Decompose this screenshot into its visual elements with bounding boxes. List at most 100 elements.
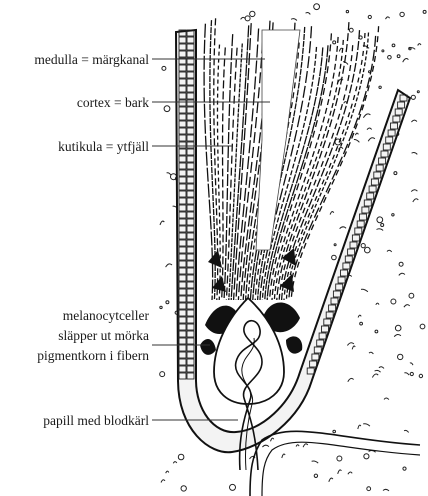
tissue-speckle bbox=[355, 133, 358, 135]
tissue-speckle bbox=[404, 430, 409, 432]
tissue-speckle bbox=[160, 306, 162, 308]
tissue-speckle bbox=[347, 343, 354, 346]
label-melanocyt: melanocytceller släpper ut mörka pigment… bbox=[37, 306, 149, 366]
tissue-speckle bbox=[411, 120, 417, 122]
tissue-speckle bbox=[376, 303, 379, 305]
tissue-speckle bbox=[382, 50, 384, 52]
tissue-speckle bbox=[262, 445, 269, 447]
tissue-speckle bbox=[392, 44, 395, 47]
label-papill: papill med blodkärl bbox=[43, 412, 149, 429]
tissue-speckle bbox=[420, 324, 425, 329]
tissue-speckle bbox=[334, 244, 336, 246]
blood-vessel-base bbox=[250, 431, 420, 496]
tissue-speckle bbox=[330, 212, 334, 215]
tissue-speckle bbox=[413, 199, 419, 202]
tissue-speckle bbox=[352, 346, 355, 349]
tissue-speckle bbox=[410, 363, 413, 365]
tissue-speckle bbox=[291, 19, 297, 21]
tissue-speckle bbox=[410, 372, 413, 375]
label-cortex: cortex = bark bbox=[77, 94, 149, 111]
tissue-speckle bbox=[358, 315, 361, 317]
tissue-speckle bbox=[388, 56, 392, 60]
tissue-speckle bbox=[332, 255, 337, 260]
tissue-speckle bbox=[348, 472, 352, 474]
tissue-speckle bbox=[400, 12, 404, 16]
tissue-speckle bbox=[398, 354, 403, 359]
medulla-channel bbox=[256, 30, 300, 250]
tissue-speckle bbox=[381, 224, 384, 227]
tissue-speckle bbox=[375, 330, 378, 333]
tissue-speckle bbox=[411, 95, 415, 99]
tissue-speckle bbox=[340, 227, 347, 229]
tissue-speckle bbox=[161, 480, 165, 483]
tissue-speckle bbox=[329, 478, 333, 482]
tissue-speckle bbox=[361, 289, 368, 292]
tissue-speckle bbox=[404, 305, 410, 308]
tissue-speckle bbox=[349, 28, 353, 32]
tissue-speckle bbox=[394, 172, 397, 175]
tissue-speckle bbox=[354, 139, 360, 142]
tissue-speckle bbox=[166, 264, 172, 267]
tissue-speckle bbox=[245, 16, 250, 21]
tissue-speckle bbox=[162, 66, 166, 70]
cortex-strand bbox=[222, 47, 226, 300]
tissue-speckle bbox=[368, 15, 371, 18]
tissue-speckle bbox=[250, 11, 255, 16]
tissue-speckle bbox=[282, 454, 285, 458]
tissue-speckle bbox=[358, 425, 361, 429]
tissue-speckle bbox=[160, 372, 165, 377]
tissue-speckle bbox=[360, 322, 363, 325]
tissue-speckle bbox=[419, 374, 422, 377]
tissue-speckle bbox=[399, 262, 403, 266]
tissue-speckle bbox=[306, 13, 311, 15]
cortex-strand bbox=[231, 25, 249, 300]
tissue-speckle bbox=[337, 456, 342, 461]
tissue-speckle bbox=[181, 486, 186, 491]
tissue-speckle bbox=[372, 374, 378, 377]
tissue-speckle bbox=[418, 44, 421, 46]
tissue-speckle bbox=[364, 454, 369, 459]
tissue-speckle bbox=[171, 174, 177, 180]
tissue-speckle bbox=[394, 334, 401, 336]
tissue-speckle bbox=[363, 424, 370, 426]
tissue-speckle bbox=[392, 214, 394, 216]
tissue-speckle bbox=[386, 17, 390, 19]
tissue-speckle bbox=[379, 86, 381, 88]
tissue-speckle bbox=[403, 59, 409, 63]
tissue-speckle bbox=[314, 4, 320, 10]
blood-vessel-base-inner bbox=[262, 442, 420, 496]
tissue-speckle bbox=[417, 91, 419, 93]
tissue-speckle bbox=[164, 106, 170, 112]
tissue-speckle bbox=[166, 471, 169, 473]
tissue-speckle bbox=[369, 352, 373, 354]
tissue-speckle bbox=[363, 114, 370, 118]
label-melanocyt-line-1: melanocytceller bbox=[37, 306, 149, 326]
tissue-speckle bbox=[348, 378, 354, 381]
tissue-speckle bbox=[367, 128, 372, 130]
tissue-speckle bbox=[160, 221, 164, 225]
tissue-speckle bbox=[412, 153, 418, 155]
tissue-speckle bbox=[387, 250, 392, 252]
tissue-speckle bbox=[375, 370, 381, 372]
tissue-speckle bbox=[314, 474, 317, 477]
tissue-speckle bbox=[423, 10, 426, 13]
tissue-speckle bbox=[411, 190, 417, 192]
tissue-speckle bbox=[230, 484, 236, 490]
tissue-speckle bbox=[173, 462, 177, 464]
tissue-speckle bbox=[384, 398, 389, 400]
tissue-speckle bbox=[397, 55, 400, 58]
tissue-speckle bbox=[312, 461, 319, 463]
tissue-speckle bbox=[343, 62, 348, 65]
tissue-speckle bbox=[167, 173, 171, 175]
label-kutikula: kutikula = ytfjäll bbox=[58, 138, 149, 155]
tissue-speckle bbox=[303, 444, 308, 447]
tissue-speckle bbox=[399, 273, 405, 275]
tissue-speckle bbox=[395, 325, 401, 331]
tissue-speckle bbox=[391, 299, 396, 304]
tissue-speckle bbox=[409, 293, 414, 298]
tissue-speckle bbox=[368, 138, 375, 141]
tissue-speckle bbox=[271, 438, 274, 441]
tissue-speckle bbox=[178, 454, 184, 460]
tissue-speckle bbox=[403, 467, 406, 470]
